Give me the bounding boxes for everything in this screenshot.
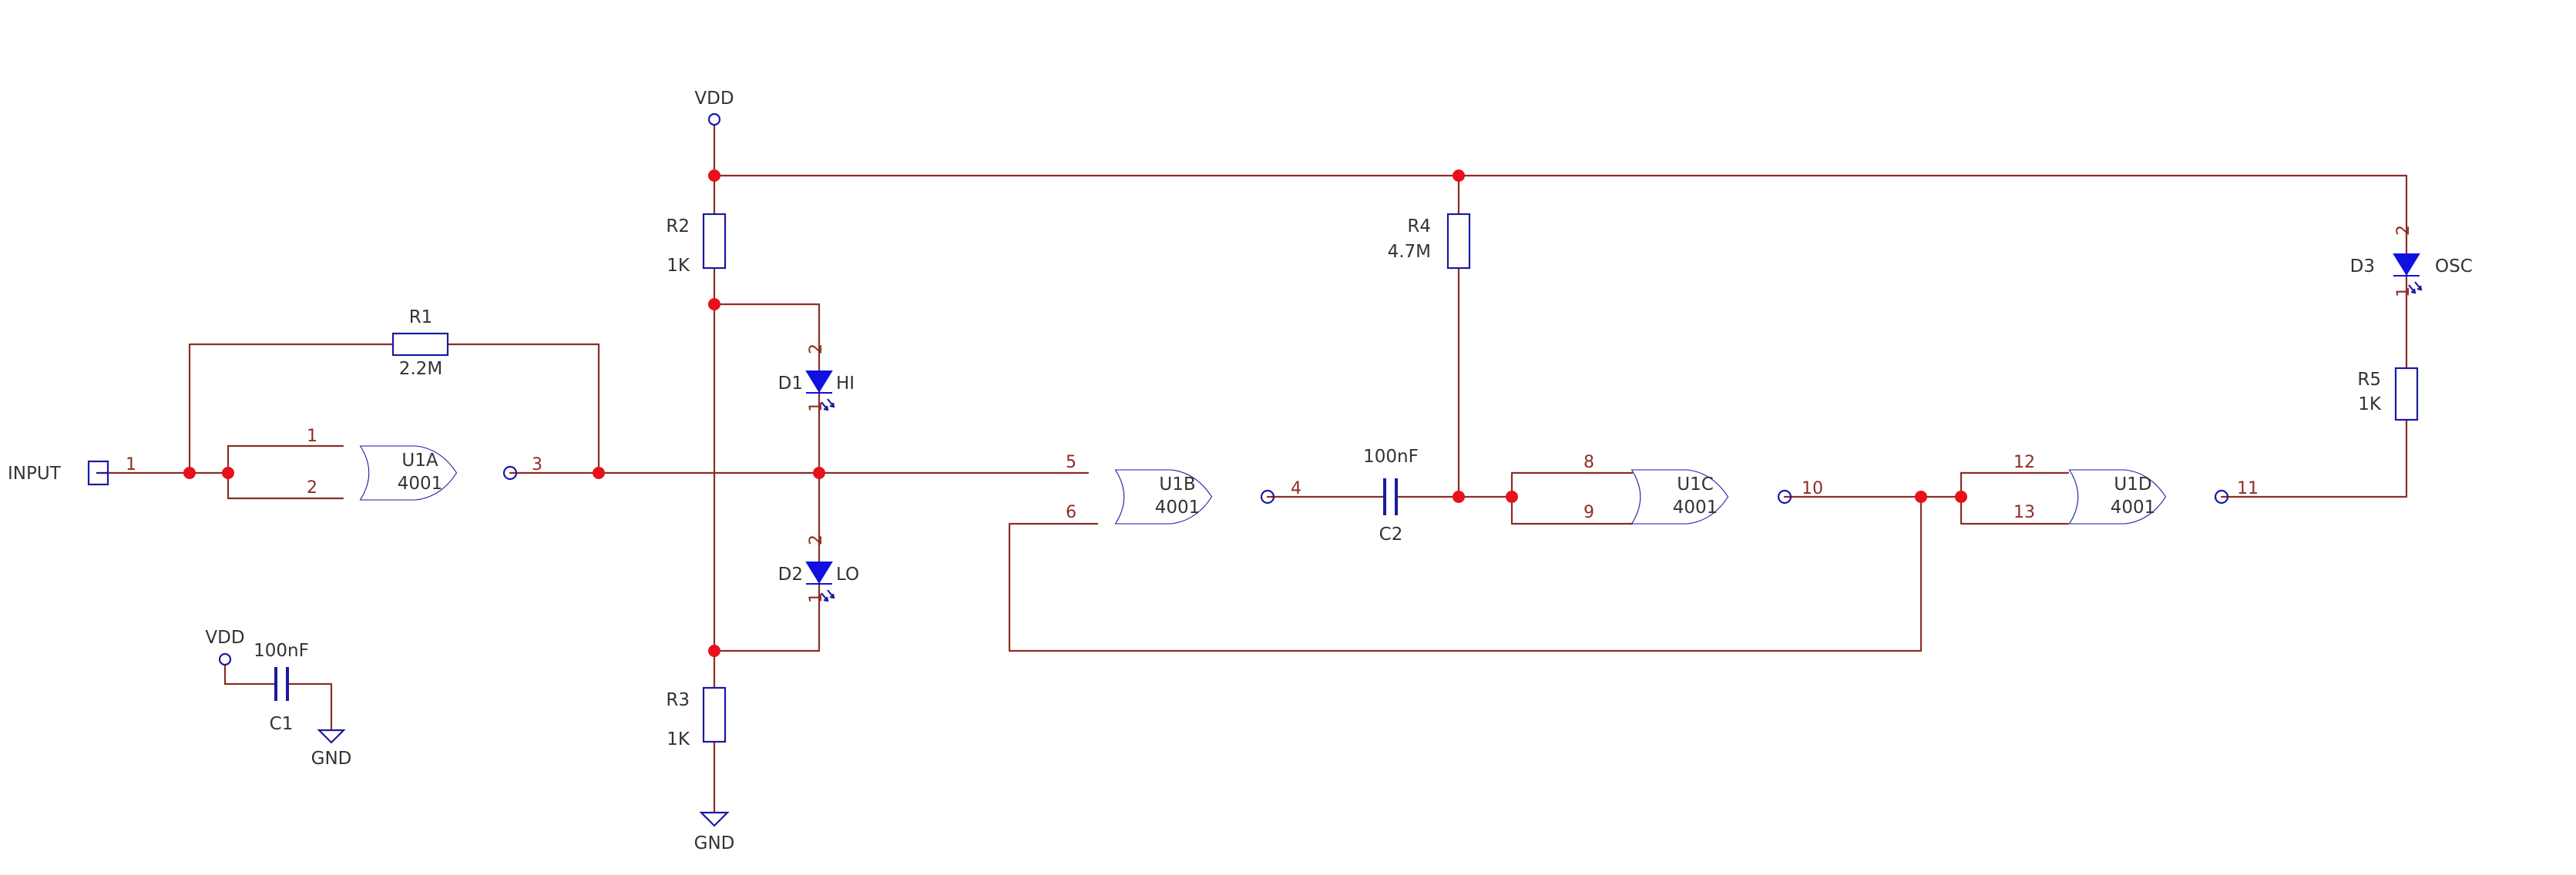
pin-number: 2 [807, 344, 826, 354]
resistor-ref: R5 [2357, 370, 2381, 390]
pin-number: 1 [307, 427, 317, 446]
resistor-value: 2.2M [399, 359, 442, 379]
pin-number: 1 [807, 401, 826, 412]
pin-number: 3 [532, 455, 542, 474]
gate-ref: U1A [401, 451, 438, 471]
vdd-label: VDD [694, 89, 734, 109]
pin-number: 2 [2394, 225, 2413, 236]
led-label: OSC [2435, 256, 2473, 277]
capacitor-value: 100nF [254, 641, 309, 661]
resistor-r1: R1 2.2M [391, 307, 449, 379]
led-d1: 2 1 D1 HI [778, 344, 855, 417]
nor-gate-u1b: U1B 4001 5 6 4 [1066, 453, 1301, 525]
pin-number: 11 [2237, 479, 2259, 498]
resistor-r4: R4 4.7M [1388, 213, 1471, 270]
gnd-label: GND [694, 833, 735, 853]
resistor-ref: R4 [1407, 216, 1431, 236]
pin-number: 2 [307, 478, 317, 498]
pin-number: 13 [2013, 503, 2035, 522]
pin-number: 1 [807, 592, 826, 603]
gate-value: 4001 [2111, 498, 2156, 518]
junction-dot [593, 467, 605, 479]
led-d3: 2 1 D3 OSC [2350, 225, 2473, 304]
pin-number: 2 [807, 535, 826, 545]
pin-number: 8 [1584, 453, 1594, 472]
junction-dot [1506, 491, 1518, 503]
resistor-r3: R3 1K [666, 686, 727, 749]
gate-value: 4001 [398, 474, 443, 494]
junction-dot [1453, 169, 1465, 182]
nor-gate-u1c: U1C 4001 8 9 10 [1584, 453, 1823, 525]
resistor-value: 1K [667, 256, 690, 276]
led-ref: D2 [778, 565, 803, 585]
gnd-symbol-main: GND [694, 811, 735, 853]
resistor-ref: R3 [666, 690, 690, 710]
junction-dot [222, 467, 234, 479]
resistor-value: 4.7M [1388, 242, 1431, 262]
wires [100, 124, 2408, 814]
capacitor-value: 100nF [1363, 447, 1419, 467]
vdd-symbol-bypass: VDD [205, 628, 245, 666]
input-connector: INPUT 1 [8, 455, 136, 486]
gnd-label: GND [311, 749, 352, 769]
resistor-r2: R2 1K [666, 213, 727, 276]
junction-dot [708, 169, 720, 182]
capacitor-ref: C2 [1379, 525, 1403, 545]
pin-number: 4 [1291, 479, 1301, 498]
led-ref: D3 [2350, 256, 2375, 277]
pin-number: 1 [2394, 287, 2413, 297]
led-ref: D1 [778, 374, 803, 394]
gate-ref: U1C [1677, 474, 1714, 494]
resistor-value: 1K [2358, 394, 2382, 414]
led-label: LO [836, 565, 859, 585]
gate-ref: U1B [1159, 474, 1195, 494]
junction-dot [708, 298, 720, 310]
vdd-symbol-main: VDD [694, 89, 734, 126]
pin-number: 5 [1066, 453, 1076, 472]
junction-dot [1453, 491, 1465, 503]
resistor-ref: R2 [666, 216, 690, 236]
gate-value: 4001 [1155, 498, 1201, 518]
junction-dot [1955, 491, 1967, 503]
gate-value: 4001 [1673, 498, 1718, 518]
pin-number: 12 [2013, 453, 2035, 472]
junction-dot [813, 467, 825, 479]
led-d2: 2 1 D2 LO [778, 535, 859, 608]
input-connector-pin: 1 [126, 455, 136, 474]
pin-number: 10 [1802, 479, 1823, 498]
pin-number: 9 [1584, 503, 1594, 522]
capacitor-ref: C1 [270, 714, 294, 734]
gate-ref: U1D [2114, 474, 2151, 494]
vdd-label: VDD [205, 628, 244, 648]
junctions [183, 169, 1967, 657]
pin-number: 6 [1066, 503, 1076, 522]
nor-gate-u1a: U1A 4001 1 2 3 [307, 427, 542, 501]
led-label: HI [836, 374, 855, 394]
input-connector-label: INPUT [8, 464, 62, 484]
capacitor-c2: 100nF C2 [1363, 447, 1419, 545]
junction-dot [708, 645, 720, 657]
resistor-value: 1K [667, 729, 690, 749]
capacitor-c1: 100nF C1 [254, 641, 309, 734]
gnd-symbol-bypass: GND [311, 729, 352, 769]
junction-dot [1915, 491, 1927, 503]
resistor-r5: R5 1K [2357, 367, 2419, 421]
junction-dot [183, 467, 196, 479]
nor-gate-u1d: U1D 4001 12 13 11 [2013, 453, 2259, 525]
resistor-ref: R1 [409, 307, 433, 327]
